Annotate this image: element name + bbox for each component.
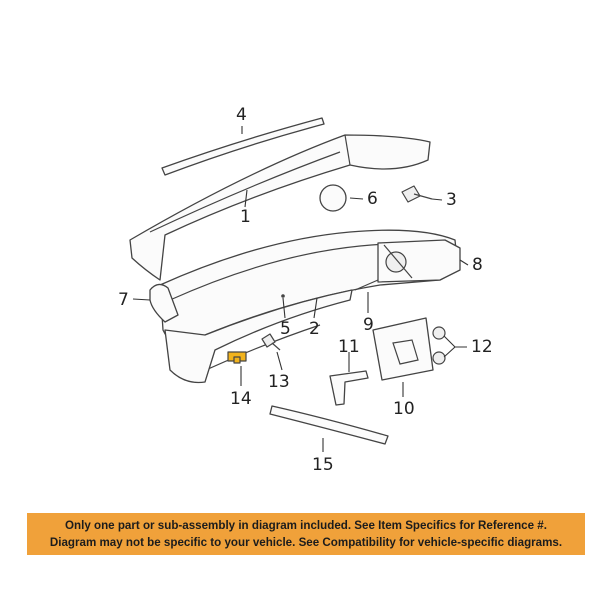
callout-13: 13: [268, 372, 290, 392]
callout-2: 2: [309, 319, 320, 339]
part-9-brace: [354, 279, 379, 291]
disclaimer-line-1: Only one part or sub-assembly in diagram…: [65, 519, 547, 532]
callout-10: 10: [393, 399, 415, 419]
part-7-end-cap: [149, 283, 179, 323]
callout-6: 6: [367, 189, 378, 209]
part-3-screw: [401, 185, 433, 203]
callout-12: 12: [471, 337, 493, 357]
callout-14: 14: [230, 389, 252, 409]
part-5-marker: [281, 294, 285, 298]
callout-15: 15: [312, 455, 334, 475]
callout-5: 5: [280, 319, 291, 339]
part-6-round-cap: [319, 184, 347, 212]
disclaimer-banner: Only one part or sub-assembly in diagram…: [27, 513, 585, 555]
part-11-bracket: [329, 370, 369, 406]
callout-9: 9: [363, 315, 374, 335]
part-12-nut-upper: [432, 326, 446, 340]
callout-1: 1: [240, 207, 251, 227]
part-15-lower-strip: [269, 405, 389, 445]
disclaimer-line-2: Diagram may not be specific to your vehi…: [49, 536, 563, 549]
callout-3: 3: [446, 190, 457, 210]
callout-4: 4: [236, 105, 247, 125]
lower-fascia: [164, 289, 353, 384]
callout-8: 8: [472, 255, 483, 275]
part-1-upper-absorber: [129, 134, 431, 281]
callout-7: 7: [118, 290, 129, 310]
part-13-bolt: [261, 333, 281, 351]
part-12-nut-lower: [432, 351, 446, 365]
part-14-highlighted-bolt: [227, 351, 247, 364]
part-10-license-bracket: [372, 317, 434, 381]
part-4-upper-molding: [161, 117, 325, 176]
callout-11: 11: [338, 337, 360, 357]
